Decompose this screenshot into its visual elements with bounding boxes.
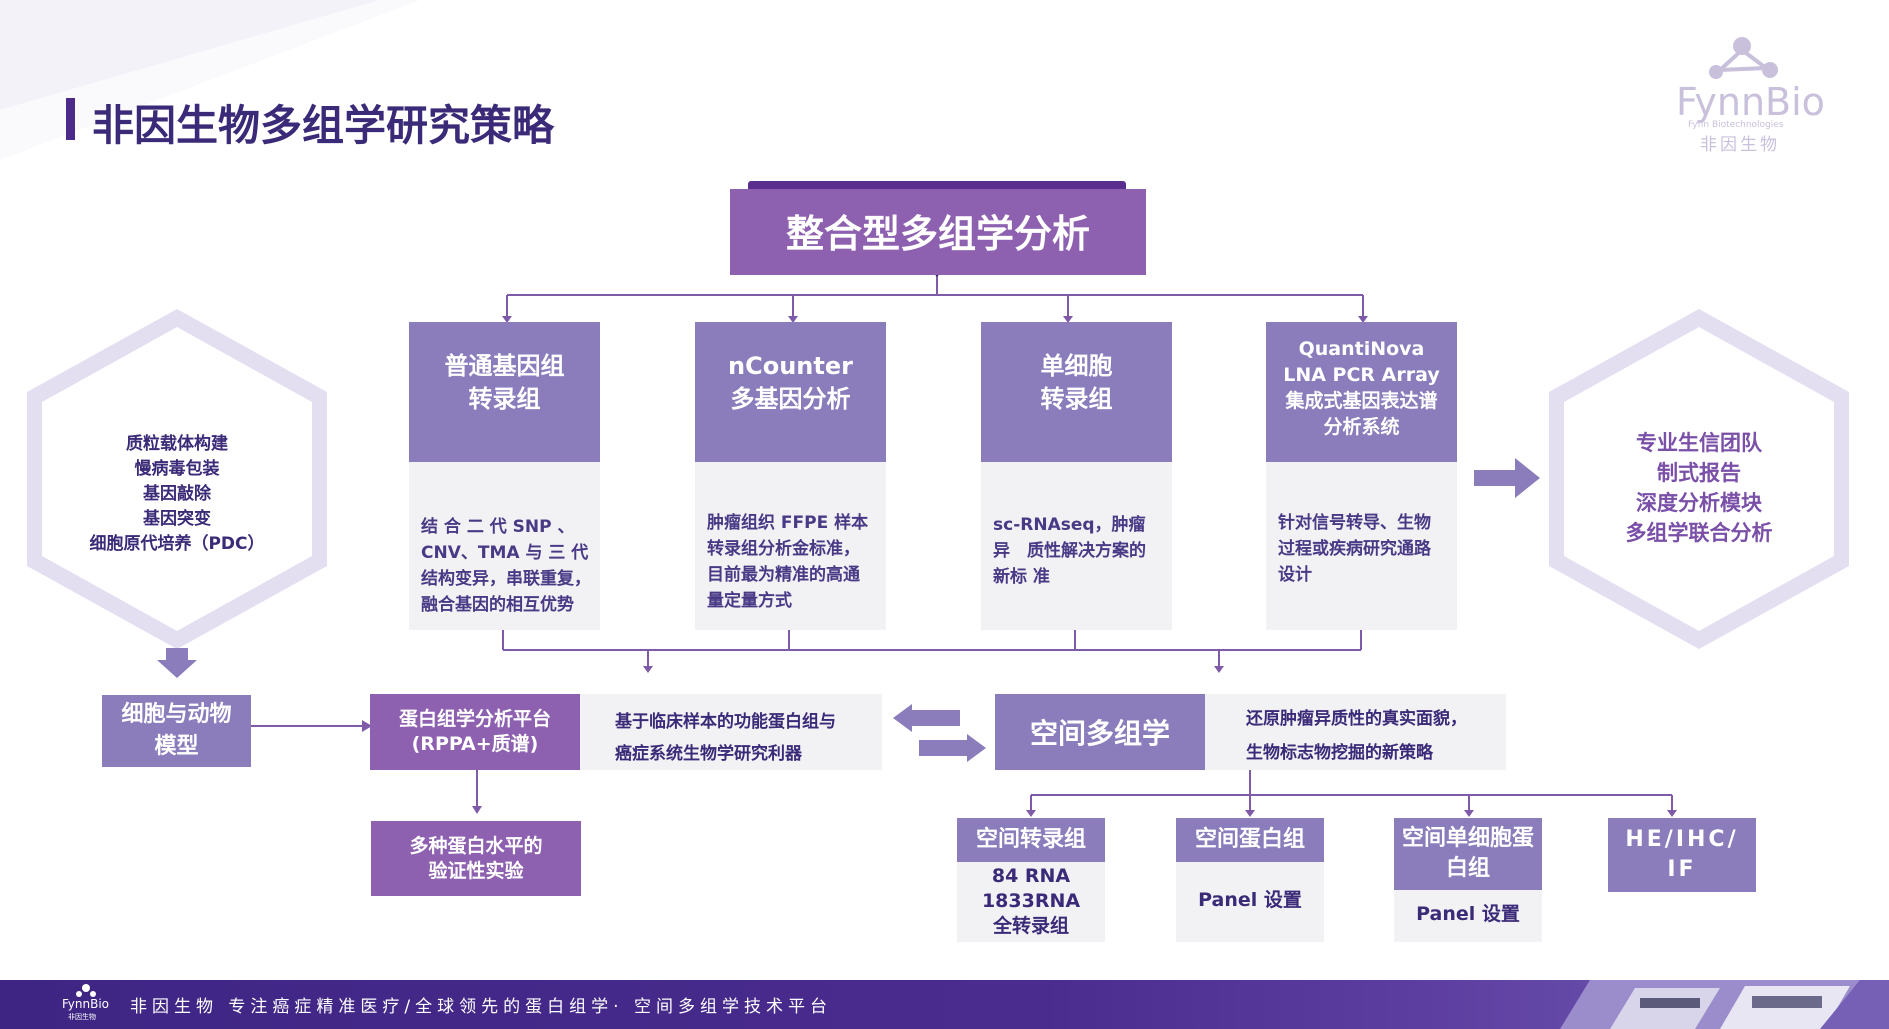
card-body-genome — [409, 460, 600, 630]
spatial-box[interactable]: 空间多组学 — [995, 694, 1205, 770]
spatial-desc: 还原肿瘤异质性的真实面貌， 生物标志物挖掘的新策略 — [1246, 709, 1467, 763]
card-body-quantinova — [1266, 460, 1457, 630]
right-arrow — [1474, 458, 1540, 498]
card-singlecell[interactable] — [981, 322, 1172, 462]
card-ncounter[interactable] — [695, 322, 886, 462]
card-title-ncounter: nCounter 多基因分析 — [728, 352, 853, 413]
spatial-transcriptome-body: 84 RNA 1833RNA 全转录组 — [957, 862, 1105, 942]
spatial-protein-body: Panel 设置 — [1176, 862, 1324, 942]
proteomics-desc-panel — [580, 694, 882, 770]
spatial-desc-panel — [1205, 694, 1506, 770]
cell-model-box[interactable]: 细胞与动物 模型 — [102, 695, 251, 767]
proteomics-desc: 基于临床样本的功能蛋白组与 癌症系统生物学研究利器 — [615, 712, 836, 764]
logo-name: FynnBio — [1676, 80, 1825, 124]
card-desc-quantinova: 针对信号转导、生物 过程或疾病研究通路 设计 — [1278, 513, 1431, 585]
card-desc-ncounter: 肿瘤组织 FFPE 样本 转录组分析金标准， 目前最为精准的高通 量定量方式 — [707, 513, 869, 611]
right-hexagon-items: 专业生信团队 制式报告 深度分析模块 多组学联合分析 — [1625, 431, 1773, 545]
title-accent-bar — [66, 98, 75, 140]
spatial-transcriptome-box[interactable]: 空间转录组 — [957, 818, 1105, 862]
card-desc-singlecell: sc-RNAseq，肿瘤 异 质性解决方案的 新标 准 — [993, 515, 1146, 587]
card-title-singlecell: 单细胞 转录组 — [1040, 352, 1113, 413]
left-hexagon-items: 质粒载体构建 慢病毒包装 基因敲除 基因突变 细胞原代培养（PDC） — [89, 434, 265, 554]
footer-logo-cn: 非因生物 — [68, 1013, 96, 1021]
footer-slogan: 非因生物 专注癌症精准医疗/全球领先的蛋白组学· 空间多组学技术平台 — [130, 997, 832, 1017]
integration-box[interactable] — [730, 189, 1146, 275]
logo-cn: 非因生物 — [1700, 135, 1780, 155]
page-title: 非因生物多组学研究策略 — [92, 101, 555, 150]
card-genome[interactable] — [409, 322, 600, 462]
card-title-genome: 普通基因组 转录组 — [444, 352, 565, 413]
card-desc-genome: 结 合 二 代 SNP 、 CNV、TMA 与 三 代 结构变异，串联重复， 融… — [421, 517, 591, 615]
logo-tagline: Fynn Biotechnologies — [1688, 120, 1784, 130]
proteomics-box[interactable]: 蛋白组学分析平台 (RPPA+质谱) — [370, 694, 580, 770]
card-title-quantinova: QuantiNova LNA PCR Array 集成式基因表达谱 分析系统 — [1283, 338, 1440, 438]
card-body-singlecell — [981, 460, 1172, 630]
card-body-ncounter — [695, 460, 886, 630]
spatial-protein-box[interactable]: 空间蛋白组 — [1176, 818, 1324, 862]
integration-label: 整合型多组学分析 — [785, 212, 1090, 256]
footer-logo-icon — [76, 984, 96, 997]
spatial-singlecell-protein-box[interactable]: 空间单细胞蛋 白组 — [1394, 818, 1542, 890]
validation-box[interactable]: 多种蛋白水平的 验证性实验 — [371, 821, 581, 896]
spatial-singlecell-protein-body: Panel 设置 — [1394, 888, 1542, 942]
left-arrow-exchange — [893, 704, 960, 732]
footer-lab-image — [1560, 980, 1889, 1029]
he-ihc-if-box[interactable]: HE/IHC/ IF — [1608, 818, 1756, 892]
card-quantinova[interactable] — [1266, 322, 1457, 462]
right-arrow-exchange — [919, 734, 986, 762]
footer-logo: FynnBio — [62, 997, 110, 1011]
